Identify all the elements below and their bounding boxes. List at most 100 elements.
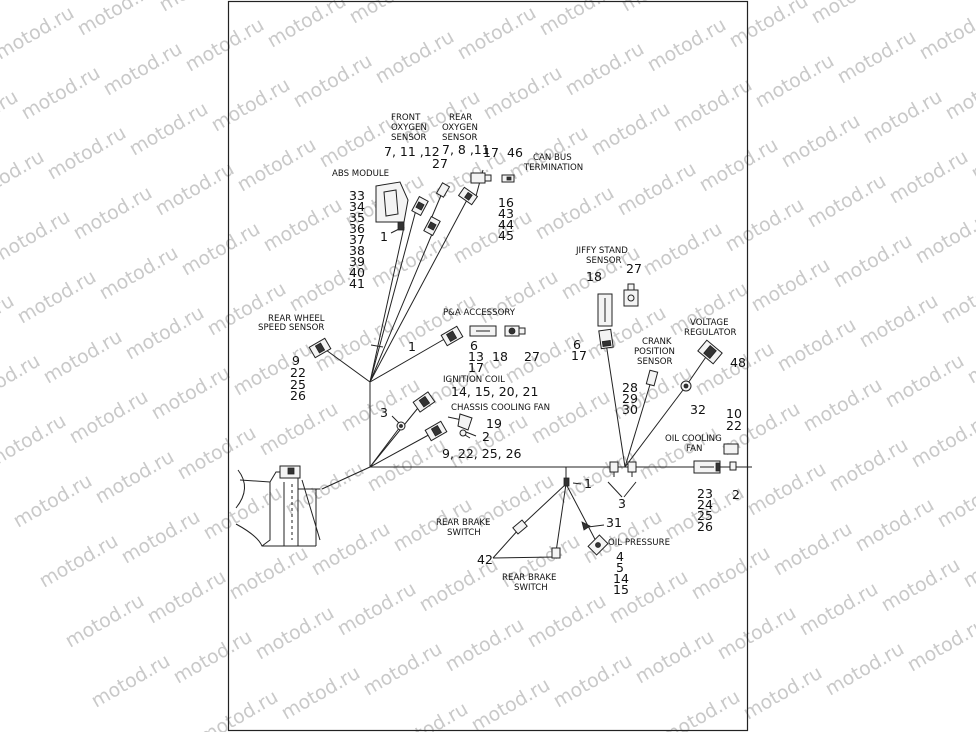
- front-oxygen-caption-3: SENSOR: [391, 133, 427, 143]
- ground-3-left: [396, 421, 406, 431]
- jiffy-caption-2: SENSOR: [586, 256, 622, 266]
- oil-fan-ref-26: 26: [697, 519, 713, 534]
- rear-brake-upper-caption-1: REAR BRAKE: [436, 518, 490, 528]
- rear-brake-ref-42: 42: [477, 552, 493, 567]
- pa-ref-17: 17: [468, 360, 484, 375]
- oil-cooling-fan-caption-1: OIL COOLING: [665, 434, 722, 444]
- abs-ref: 40: [349, 265, 365, 280]
- front-oxygen-caption-1: FRONT: [391, 113, 421, 123]
- can-bus-caption-2: TERMINATION: [523, 163, 583, 173]
- front-oxygen-refs: 7, 11 ,12: [384, 144, 440, 159]
- oil-fan-ref-22: 22: [726, 418, 742, 433]
- chassis-fan-connector-refs: 9, 22, 25, 26: [442, 446, 522, 461]
- crank-caption-1: CRANK: [642, 337, 672, 347]
- rear-oxygen-refs: 7, 8 ,11: [442, 142, 490, 157]
- rear-wheel-speed-connector: [308, 337, 332, 359]
- rear-oxygen-ref-27: 27: [432, 156, 448, 171]
- oxygen-clip: [435, 182, 451, 198]
- rws-ref: 22: [290, 365, 306, 380]
- jiffy-ref-27: 27: [626, 261, 642, 276]
- o2-ref-44: 44: [498, 217, 514, 232]
- crank-ref-30: 30: [622, 402, 638, 417]
- voltage-regulator-caption-1: VOLTAGE: [690, 318, 729, 328]
- pa-ref-13: 13: [468, 349, 484, 364]
- oil-pressure-ref-14: 14: [613, 571, 629, 586]
- rws-ref: 25: [290, 377, 306, 392]
- pa-accessory-caption: P&A ACCESSORY: [443, 308, 516, 318]
- oil-fan-ref-25: 25: [697, 508, 713, 523]
- abs-module-caption: ABS MODULE: [332, 169, 389, 179]
- chassis-fan-connector: [424, 420, 448, 442]
- o2-ref-45: 45: [498, 228, 514, 243]
- voltage-regulator-ref-32: 32: [690, 402, 706, 417]
- rear-oxygen-connector: [423, 215, 441, 237]
- rear-oxygen-caption-2: OXYGEN: [442, 123, 478, 133]
- oil-fan-ref-23: 23: [697, 486, 713, 501]
- crank-ref-29: 29: [622, 391, 638, 406]
- abs-ref: 35: [349, 210, 365, 225]
- can-bus-ref-17: 17: [483, 145, 499, 160]
- rear-brake-lower-caption-2: SWITCH: [514, 583, 548, 593]
- abs-ref: 41: [349, 276, 365, 291]
- can-bus-ref-46: 46: [507, 145, 523, 160]
- oil-pressure-caption: OIL PRESSURE: [608, 538, 670, 548]
- jiffy-caption-1: JIFFY STAND: [575, 246, 628, 256]
- regulator-seal: [680, 380, 692, 392]
- oil-pressure-ref-4: 4: [616, 549, 624, 564]
- abs-ref: 39: [349, 254, 365, 269]
- rear-brake-switch-lower: [551, 547, 561, 559]
- oil-cooling-fan-connector: [693, 443, 739, 474]
- front-oxygen-connector: [411, 195, 429, 217]
- o2-ref-16: 16: [498, 195, 514, 210]
- abs-module-refs: 33 34 35 36 37 38 39 40 41: [349, 188, 365, 291]
- ignition-coil-caption: IGNITION COIL: [443, 375, 505, 385]
- rear-brake-upper-caption-2: SWITCH: [447, 528, 481, 538]
- harness-branch-ref: 1: [584, 476, 592, 491]
- pa-ref-6: 6: [470, 338, 478, 353]
- front-oxygen-caption-2: OXYGEN: [391, 123, 427, 133]
- oil-fan-ref-24: 24: [697, 497, 713, 512]
- rear-brake-switch-upper: [512, 519, 528, 535]
- rws-ref: 9: [292, 353, 300, 368]
- rear-oxygen-caption-3: SENSOR: [442, 133, 478, 143]
- screw-2-left: [459, 429, 471, 439]
- ignition-coil-connector: [412, 391, 436, 413]
- chassis-fan-ref-2: 2: [482, 429, 490, 444]
- o2-ref-43: 43: [498, 206, 514, 221]
- rear-wheel-speed-caption-2: SPEED SENSOR: [258, 323, 324, 333]
- jiffy-ref-18: 18: [586, 269, 602, 284]
- rws-ref: 26: [290, 388, 306, 403]
- abs-ref: 33: [349, 188, 365, 203]
- abs-module: [375, 181, 409, 231]
- jiffy-stand-sensor: [597, 283, 639, 350]
- oil-pressure-ref-31: 31: [606, 515, 622, 530]
- oil-pressure-boot: [581, 521, 591, 531]
- abs-connector-ref: 1: [380, 229, 388, 244]
- abs-ref: 34: [349, 199, 365, 214]
- pa-ref-27: 27: [524, 349, 540, 364]
- oil-pressure-ref-15: 15: [613, 582, 629, 597]
- oil-fan-ref-10: 10: [726, 406, 742, 421]
- branch-junction: [563, 477, 570, 487]
- frame-section: [235, 465, 321, 547]
- chassis-fan-caption: CHASSIS COOLING FAN: [451, 403, 550, 413]
- oil-cooling-fan-caption-2: FAN: [686, 444, 702, 454]
- can-bus-connector: [470, 172, 515, 184]
- page-border: [227, 0, 749, 732]
- rear-oxygen-caption-1: REAR: [449, 113, 472, 123]
- can-bus-caption-1: CAN BUS: [533, 153, 572, 163]
- abs-ref: 38: [349, 243, 365, 258]
- rear-brake-lower-caption-1: REAR BRAKE: [502, 573, 556, 583]
- chassis-fan-ref-19: 19: [486, 416, 502, 431]
- chassis-fan-bracket: [457, 413, 473, 431]
- jiffy-connector-ref-17: 17: [571, 348, 587, 363]
- crank-caption-3: SENSOR: [637, 357, 673, 367]
- oil-pressure-ref-5: 5: [616, 560, 624, 575]
- pa-accessory-connectors: [440, 325, 526, 347]
- ground-studs: [609, 461, 637, 473]
- ignition-ground-ref: 3: [380, 405, 388, 420]
- oil-pressure-connector: [587, 534, 609, 556]
- voltage-regulator-ref-48: 48: [730, 355, 746, 370]
